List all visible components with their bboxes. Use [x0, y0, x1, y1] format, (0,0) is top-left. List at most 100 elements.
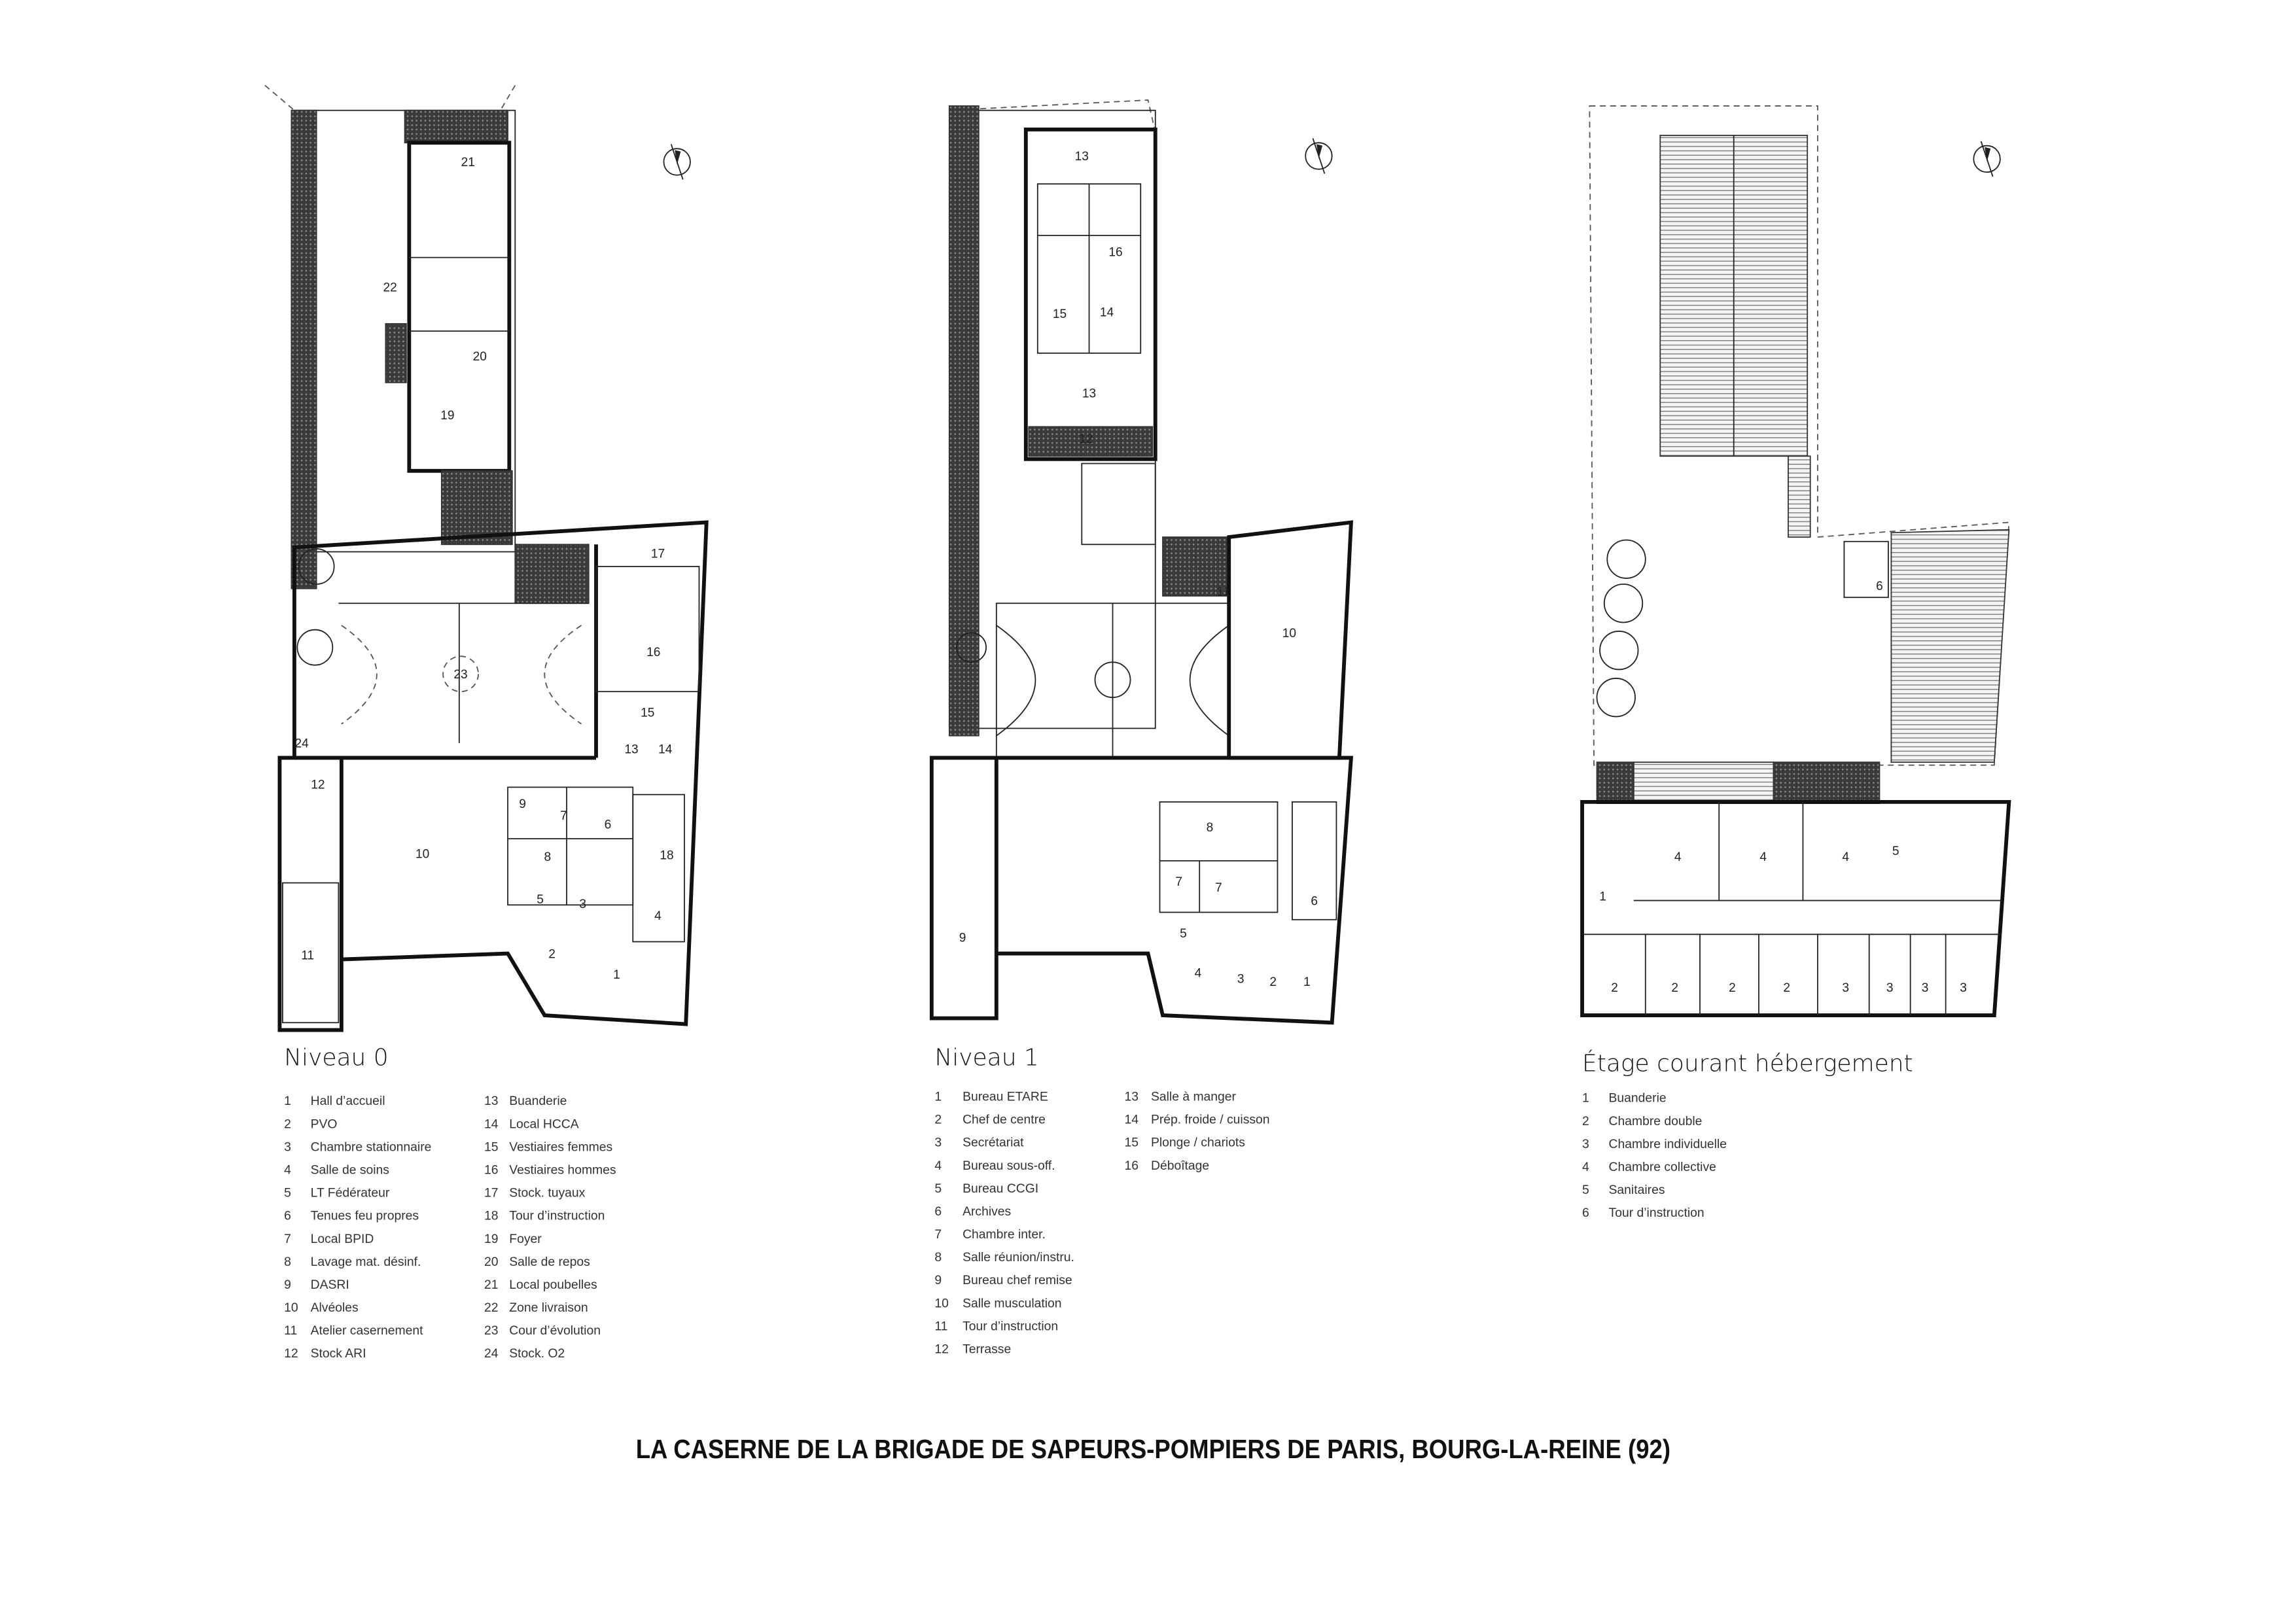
- legend-number: 14: [1125, 1113, 1139, 1127]
- legend-number: 17: [484, 1186, 499, 1200]
- room-number: 20: [473, 350, 487, 364]
- legend-label: Tour d’instruction: [1609, 1206, 1704, 1220]
- north-arrow-icon: [1305, 137, 1333, 175]
- legend-number: 6: [284, 1209, 291, 1223]
- room-number: 16: [1108, 245, 1122, 259]
- legend-number: 15: [1125, 1136, 1139, 1150]
- legend-label: Atelier casernement: [311, 1323, 424, 1338]
- legend-label: Tenues feu propres: [311, 1209, 419, 1223]
- room-number: 14: [658, 743, 673, 757]
- legend-number: 8: [934, 1250, 942, 1265]
- legend-number: 8: [284, 1255, 291, 1269]
- room-number: 13: [1082, 387, 1096, 400]
- legend-number: 19: [484, 1232, 499, 1246]
- legend-number: 7: [934, 1227, 942, 1242]
- room-number: 7: [1215, 881, 1222, 895]
- room-number: 11: [301, 949, 314, 963]
- room-number: 6: [1876, 580, 1883, 593]
- legend-number: 2: [284, 1117, 291, 1131]
- legend-label: PVO: [311, 1117, 338, 1131]
- plan-etage-courant: [1580, 105, 2011, 1017]
- legend-number: 4: [934, 1159, 942, 1173]
- room-number: 1: [1303, 975, 1311, 989]
- legend-number: 10: [284, 1300, 298, 1315]
- room-number: 18: [660, 849, 673, 863]
- room-number: 4: [1195, 967, 1202, 981]
- room-number: 23: [453, 668, 467, 682]
- legend-number: 24: [484, 1346, 499, 1361]
- room-number: 2: [1269, 975, 1277, 989]
- legend-label: Lavage mat. désinf.: [311, 1255, 421, 1269]
- room-number: 8: [1207, 821, 1214, 835]
- legend-label: Déboîtage: [1151, 1159, 1209, 1173]
- legend-number: 5: [934, 1181, 942, 1196]
- legend-label: Bureau chef remise: [963, 1273, 1072, 1287]
- room-number: 13: [1075, 150, 1089, 164]
- north-arrow-icon: [1973, 140, 2001, 178]
- legend-label: Chambre stationnaire: [311, 1140, 432, 1154]
- room-number: 1: [1599, 890, 1606, 904]
- legend-number: 22: [484, 1300, 499, 1315]
- legend-number: 3: [284, 1140, 291, 1154]
- room-number: 15: [641, 706, 654, 720]
- room-number: 5: [537, 893, 544, 907]
- legend-label: Local BPID: [311, 1232, 374, 1246]
- room-number: 2: [1783, 981, 1790, 995]
- legend-label: Local HCCA: [509, 1117, 578, 1131]
- room-number: 5: [1892, 845, 1899, 858]
- room-number: 2: [1671, 981, 1678, 995]
- plan-heading: Niveau 1: [934, 1045, 1038, 1072]
- legend-number: 2: [1582, 1114, 1589, 1128]
- legend-number: 3: [934, 1136, 942, 1150]
- room-number: 9: [959, 932, 966, 945]
- legend-label: Buanderie: [1609, 1091, 1667, 1106]
- room-number: 24: [295, 737, 309, 751]
- legend-number: 4: [284, 1163, 291, 1178]
- legend-label: Vestiaires hommes: [509, 1163, 616, 1178]
- legend-number: 12: [934, 1342, 949, 1356]
- legend-label: Bureau sous-off.: [963, 1159, 1055, 1173]
- legend-number: 6: [1582, 1206, 1589, 1220]
- legend-label: Local poubelles: [509, 1278, 597, 1292]
- legend-label: Stock ARI: [311, 1346, 366, 1361]
- legend-number: 2: [934, 1113, 942, 1127]
- legend-label: Buanderie: [509, 1094, 567, 1108]
- legend-label: Tour d’instruction: [509, 1209, 605, 1223]
- legend-label: Prép. froide / cuisson: [1151, 1113, 1270, 1127]
- plan-heading: Étage courant hébergement: [1582, 1050, 1913, 1077]
- legend-number: 13: [1125, 1089, 1139, 1104]
- legend-number: 16: [484, 1163, 499, 1178]
- legend-label: Salle réunion/instru.: [963, 1250, 1074, 1265]
- legend-number: 6: [934, 1204, 942, 1219]
- legend-label: Secrétariat: [963, 1136, 1024, 1150]
- legend-label: Terrasse: [963, 1342, 1011, 1356]
- room-number: 3: [1922, 981, 1929, 995]
- room-number: 4: [654, 909, 662, 923]
- legend-label: Salle musculation: [963, 1296, 1061, 1310]
- room-number: 12: [1079, 432, 1093, 446]
- legend-label: Bureau ETARE: [963, 1089, 1048, 1104]
- room-number: 7: [1175, 875, 1182, 889]
- legend-label: Chambre collective: [1609, 1160, 1716, 1174]
- legend-label: Chambre double: [1609, 1114, 1703, 1128]
- north-arrow-icon: [663, 143, 692, 181]
- legend-label: Salle de repos: [509, 1255, 590, 1269]
- legend-label: DASRI: [311, 1278, 349, 1292]
- legend-label: Chambre individuelle: [1609, 1137, 1727, 1151]
- room-number: 4: [1842, 850, 1849, 864]
- room-number: 1: [613, 968, 620, 982]
- legend-label: Foyer: [509, 1232, 542, 1246]
- legend-number: 7: [284, 1232, 291, 1246]
- legend-number: 11: [284, 1323, 297, 1338]
- room-number: 6: [605, 818, 612, 831]
- plan-niveau-0: [264, 84, 709, 1032]
- legend-label: Chef de centre: [963, 1113, 1046, 1127]
- room-number: 10: [1282, 627, 1296, 640]
- legend-label: Stock. tuyaux: [509, 1186, 585, 1200]
- room-number: 2: [548, 947, 556, 961]
- legend-number: 4: [1582, 1160, 1589, 1174]
- room-number: 22: [383, 281, 397, 294]
